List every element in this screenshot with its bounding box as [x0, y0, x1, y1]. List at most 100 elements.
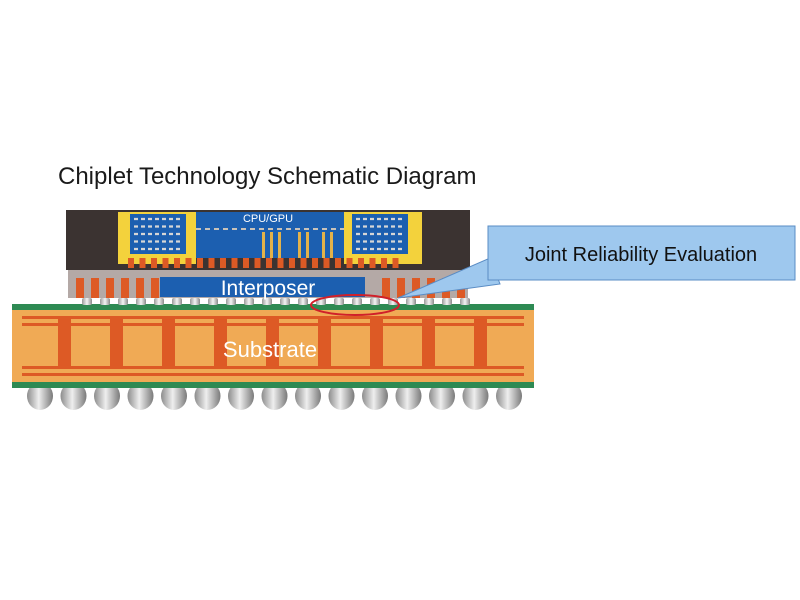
micro-bump — [172, 298, 182, 305]
cpu-gpu-tsv-pillar — [270, 232, 273, 258]
die-bump — [185, 258, 192, 268]
substrate-trace-bottom-2 — [22, 373, 524, 376]
hbm-right: HBM — [344, 199, 422, 264]
die-bump — [289, 258, 295, 268]
die-bump — [369, 258, 376, 268]
substrate-via — [214, 319, 227, 366]
interposer-blue-band — [160, 277, 365, 297]
cpu-gpu-tsv-pillar — [330, 232, 333, 258]
bga-ball — [496, 382, 522, 410]
cpu-gpu-tsv-pillar — [298, 232, 301, 258]
substrate-via — [422, 319, 435, 366]
interposer: Interposer — [68, 268, 468, 300]
hbm-left: HBM — [118, 199, 196, 264]
hbm-right-label: HBM — [359, 199, 384, 211]
bga-ball — [228, 382, 254, 410]
callout-pointer-cover — [490, 260, 496, 278]
substrate-via — [318, 319, 331, 366]
hbm-right-stack-lines — [356, 217, 404, 251]
substrate-via — [110, 319, 123, 366]
bga-ball — [60, 382, 87, 410]
cpu-gpu-tsv-pillar — [322, 232, 325, 258]
joint-highlight-ellipse — [310, 294, 400, 316]
cpu-gpu-tsv-pillar — [306, 232, 309, 258]
die-bump — [139, 258, 146, 268]
micro-bump — [460, 298, 470, 305]
bga-ball — [127, 382, 154, 410]
callout-label: Joint Reliability Evaluation — [525, 244, 757, 266]
interposer-via — [397, 278, 405, 298]
die-bump — [174, 258, 180, 268]
interposer-via — [412, 278, 420, 298]
die-bump — [197, 258, 203, 268]
micro-bump — [244, 298, 254, 305]
die-bump — [381, 258, 387, 268]
micro-bump — [334, 298, 344, 305]
micro-bump — [118, 298, 128, 305]
interposer-via — [106, 278, 114, 298]
bga-ball — [328, 382, 355, 410]
bga-solder-balls — [27, 382, 522, 410]
die-bump — [243, 258, 249, 268]
bga-ball — [94, 382, 120, 410]
micro-bump — [100, 298, 110, 305]
cpu-gpu-die: CPU/GPU — [196, 212, 346, 258]
micro-bump — [226, 298, 236, 305]
cpu-gpu-tsv — [262, 232, 333, 258]
micro-bump — [82, 298, 92, 305]
micro-bump — [280, 298, 290, 305]
die-bump — [346, 258, 353, 268]
interposer-via — [76, 278, 84, 298]
substrate-green-bottom — [12, 380, 534, 388]
die-bump — [254, 258, 261, 268]
die-bump — [128, 258, 134, 268]
substrate-via — [162, 319, 175, 366]
substrate-via — [266, 319, 279, 366]
micro-bump — [298, 298, 308, 305]
micro-bump — [136, 298, 146, 305]
bga-ball — [462, 382, 489, 410]
interposer-via — [151, 278, 159, 298]
micro-bump — [154, 298, 164, 305]
hbm-left-stack-lines — [134, 217, 182, 251]
substrate-label: Substrate — [223, 337, 317, 362]
micro-bumps — [82, 298, 470, 305]
die-bump — [358, 258, 364, 268]
substrate-via — [474, 319, 487, 366]
callout: Joint Reliability Evaluation — [397, 225, 796, 299]
cpu-gpu-label: CPU/GPU — [243, 213, 293, 225]
cpu-gpu-tsv-pillar — [262, 232, 265, 258]
cpu-gpu-tsv-pillar — [278, 232, 281, 258]
die-bump — [162, 258, 169, 268]
interposer-via — [91, 278, 99, 298]
micro-bump — [424, 298, 434, 305]
bga-ball — [261, 382, 288, 410]
bga-ball — [429, 382, 455, 410]
diagram-title: Chiplet Technology Schematic Diagram — [58, 163, 476, 190]
callout-box — [487, 225, 796, 281]
die-bumps — [128, 258, 399, 268]
micro-bump — [190, 298, 200, 305]
die-bump — [231, 258, 238, 268]
interposer-label: Interposer — [221, 277, 316, 300]
die-bump — [323, 258, 330, 268]
interposer-via — [136, 278, 144, 298]
substrate-trace-bottom-1 — [22, 366, 524, 369]
bga-ball — [362, 382, 388, 410]
die-bump — [220, 258, 226, 268]
micro-bump — [406, 298, 416, 305]
hbm-left-label: HBM — [145, 199, 170, 211]
substrate-trace-top-1 — [22, 316, 524, 319]
bga-ball — [295, 382, 321, 410]
die-bump — [208, 258, 215, 268]
die-bump — [151, 258, 157, 268]
interposer-via — [382, 278, 390, 298]
bga-ball — [161, 382, 187, 410]
die-bump — [335, 258, 341, 268]
micro-bump — [208, 298, 218, 305]
substrate-via — [58, 319, 71, 366]
substrate-via — [370, 319, 383, 366]
die-bump — [300, 258, 307, 268]
die-bump — [277, 258, 284, 268]
